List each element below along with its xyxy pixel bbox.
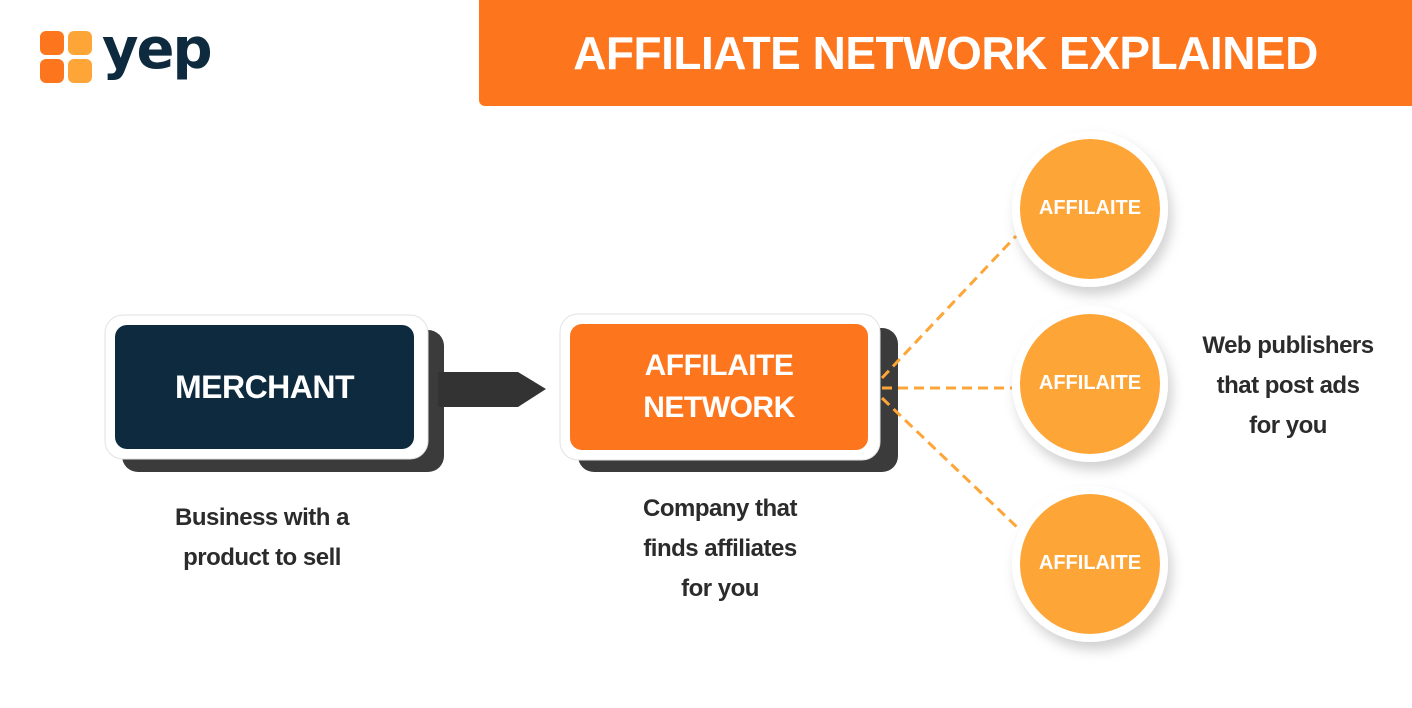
network-label: AFFILAITE NETWORK — [570, 324, 868, 450]
affiliates-caption-line-3: for you — [1249, 412, 1327, 439]
logo-mark-icon — [40, 31, 92, 83]
network-caption-line-1: Company that — [642, 495, 798, 522]
yep-logo: yep — [40, 20, 220, 88]
affiliates-caption-line-1: Web publishers — [1202, 332, 1374, 359]
affiliate-circle — [1020, 139, 1160, 279]
affiliates-caption-line-2: that post ads — [1216, 372, 1360, 399]
page-title: AFFILIATE NETWORK EXPLAINED — [573, 27, 1318, 79]
affiliate-circle — [1020, 314, 1160, 454]
network-label-line-2: NETWORK — [643, 391, 795, 424]
merchant-caption-line-1: Business with a — [175, 504, 349, 531]
affiliate-node-1 — [1012, 131, 1168, 287]
affiliate-label-1: AFFILAITE — [1038, 197, 1142, 219]
affiliate-label-2: AFFILAITE — [1038, 372, 1142, 394]
affiliate-label-3: AFFILAITE — [1038, 552, 1142, 574]
merchant-box — [115, 325, 414, 449]
network-caption: Company that finds affiliates for you — [578, 489, 862, 609]
affiliate-node-2 — [1012, 306, 1168, 462]
merchant-label: MERCHANT — [174, 368, 355, 405]
network-node — [559, 313, 898, 472]
connector-top — [880, 234, 1018, 380]
logo-text: yep — [102, 17, 213, 82]
network-caption-line-2: finds affiliates — [643, 535, 797, 562]
merchant-caption: Business with a product to sell — [120, 498, 404, 578]
title-banner: AFFILIATE NETWORK EXPLAINED — [479, 0, 1412, 106]
network-label-line-1: AFFILAITE — [644, 349, 794, 382]
network-box — [570, 324, 868, 450]
merchant-node — [104, 314, 444, 472]
affiliates-caption: Web publishers that post ads for you — [1172, 326, 1404, 446]
flow-arrow — [438, 372, 546, 407]
affiliate-circle — [1020, 494, 1160, 634]
connector-bottom — [880, 396, 1022, 532]
network-caption-line-3: for you — [681, 575, 759, 602]
affiliate-node-3 — [1012, 486, 1168, 642]
merchant-caption-line-2: product to sell — [183, 544, 341, 571]
